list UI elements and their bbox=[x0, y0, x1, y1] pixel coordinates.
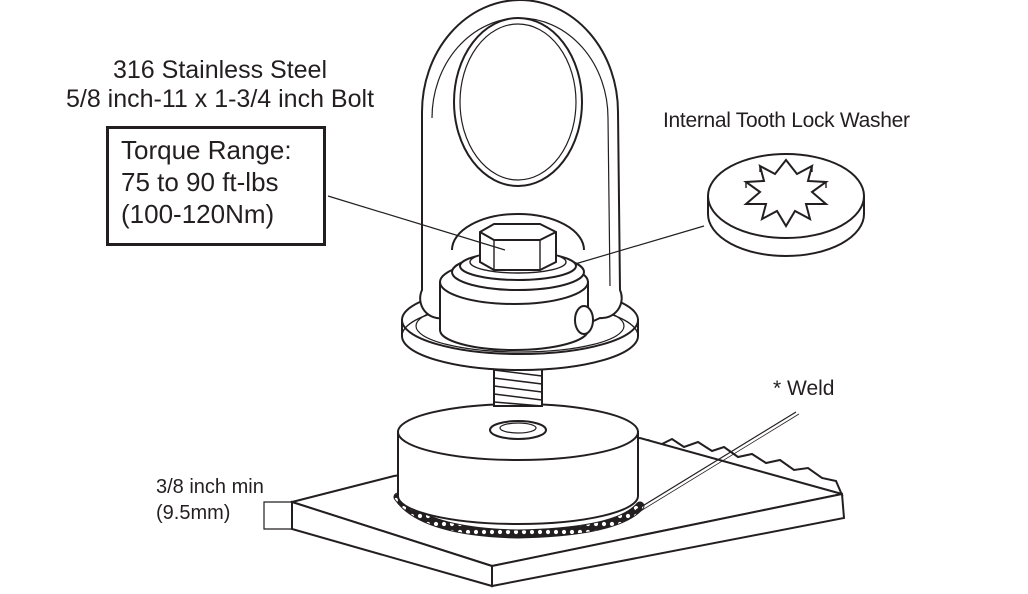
torque-imperial: 75 to 90 ft-lbs bbox=[121, 166, 279, 197]
bolt-spec-label: 316 Stainless Steel 5/8 inch-11 x 1-3/4 … bbox=[30, 56, 410, 114]
lock-washer-teeth bbox=[743, 158, 829, 228]
bolt-material-label: 316 Stainless Steel bbox=[112, 56, 328, 84]
lifting-ring-eye bbox=[453, 17, 583, 187]
weld-leader bbox=[635, 411, 797, 511]
swivel-pin bbox=[574, 305, 594, 335]
plate-thickness-label: 3/8 inch min (9.5mm) bbox=[156, 474, 264, 526]
bolt-size-label: 5/8 inch-11 x 1-3/4 inch Bolt bbox=[65, 84, 375, 113]
base-boss bbox=[397, 403, 639, 525]
torque-heading: Torque Range: bbox=[121, 135, 292, 165]
lock-washer-detail bbox=[707, 153, 865, 257]
torque-leader bbox=[327, 195, 506, 251]
leader-lines bbox=[327, 195, 800, 513]
torque-range-box: Torque Range: 75 to 90 ft-lbs (100-120Nm… bbox=[106, 126, 326, 246]
lifting-ring bbox=[419, 0, 623, 331]
weld-label: * Weld bbox=[773, 377, 835, 400]
plate-thickness-metric: (9.5mm) bbox=[156, 502, 231, 524]
torque-metric: (100-120Nm) bbox=[121, 198, 275, 229]
hex-bolt-head bbox=[479, 223, 557, 271]
thickness-dimension-marker bbox=[263, 501, 292, 530]
lock-washer-label: Internal Tooth Lock Washer bbox=[663, 109, 910, 132]
plate-thickness-imperial: 3/8 inch min bbox=[156, 476, 264, 498]
washer-leader bbox=[574, 225, 705, 265]
